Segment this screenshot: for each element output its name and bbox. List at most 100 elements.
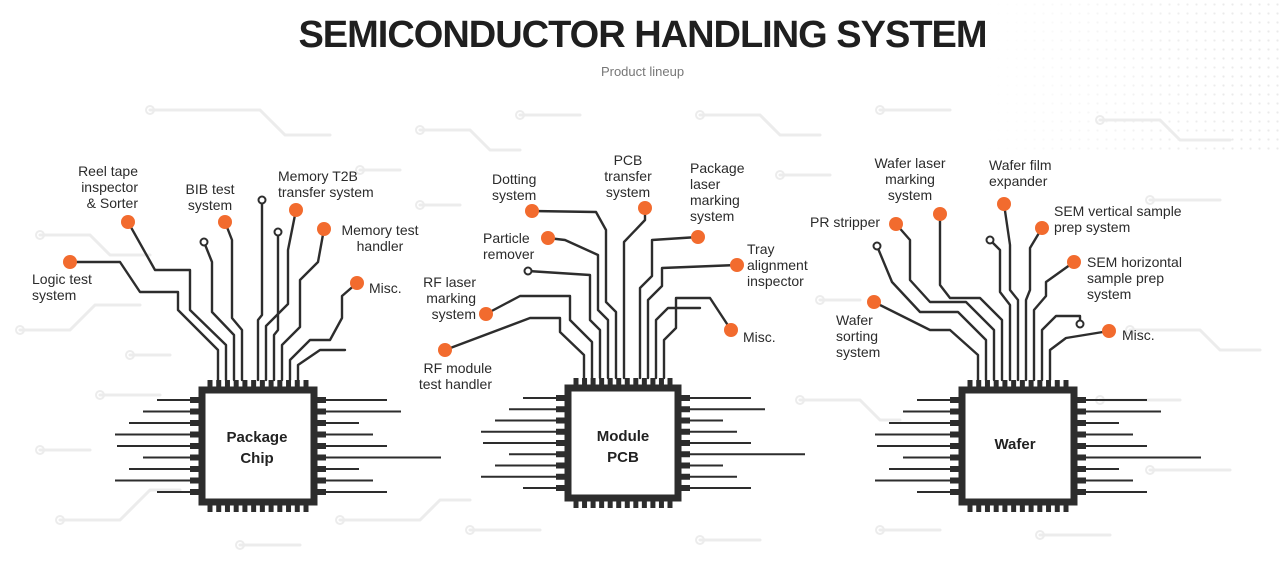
chip-pin-top: [1063, 380, 1069, 390]
label-tray-alignment-inspector[interactable]: Tray alignment inspector: [747, 241, 808, 289]
chip-pin-top: [616, 378, 622, 388]
label-sem-vertical-prep[interactable]: SEM vertical sample prep system: [1054, 203, 1182, 235]
chip-pin-left: [950, 420, 960, 426]
label-rf-laser-marking[interactable]: RF laser marking system: [423, 274, 476, 322]
memory-t2b-node: [289, 203, 303, 217]
chip-pin-top: [1019, 380, 1025, 390]
label-misc-package[interactable]: Misc.: [369, 280, 402, 296]
chip-pin-top: [303, 380, 309, 390]
chip-pin-bottom: [993, 502, 999, 512]
label-wafer-sorting-system[interactable]: Wafer sorting system: [836, 312, 881, 360]
package-laser-trace: [638, 235, 700, 380]
background-node: [465, 525, 475, 535]
chip-label-line: PCB: [607, 449, 639, 466]
label-bib-test-system[interactable]: BIB test system: [185, 181, 235, 213]
stub-b-terminal: [257, 195, 267, 205]
page-subtitle: Product lineup: [600, 64, 685, 79]
tray-align-node: [730, 258, 744, 272]
label-misc-wafer[interactable]: Misc.: [1122, 327, 1155, 343]
chip-pin-bottom: [1063, 502, 1069, 512]
rf-module-node: [438, 343, 452, 357]
label-dotting-system[interactable]: Dotting system: [492, 171, 537, 203]
chip-pin-left: [950, 489, 960, 495]
chip-pin-right: [316, 420, 326, 426]
chip-pin-left: [556, 428, 566, 435]
chip-pin-left: [190, 477, 200, 484]
label-reel-tape-inspector[interactable]: Reel tape inspector & Sorter: [78, 163, 138, 211]
chip-pin-bottom: [633, 498, 639, 508]
chip-pin-left: [950, 443, 960, 449]
background-node: [775, 170, 785, 180]
chip-body: [958, 386, 1078, 506]
chip-pin-top: [967, 380, 973, 390]
chip-pin-left: [190, 443, 200, 449]
stub-e-trace: [875, 244, 988, 382]
chip-pin-right: [1076, 443, 1086, 449]
chip-pin-right: [1076, 397, 1086, 403]
chip-pin-top: [633, 378, 639, 388]
chip-pin-top: [268, 380, 274, 390]
chip-pin-right: [316, 477, 326, 484]
stub-a-terminal: [199, 237, 209, 247]
chip-pin-bottom: [216, 502, 222, 512]
background-node: [1035, 530, 1045, 540]
chip-pin-right: [680, 406, 690, 413]
label-misc-module[interactable]: Misc.: [743, 329, 776, 345]
logic-test-trace: [68, 260, 220, 382]
label-particle-remover[interactable]: Particle remover: [483, 230, 535, 262]
stub-c-trace: [272, 230, 280, 382]
background-node: [1095, 115, 1105, 125]
pcb-transfer-trace: [622, 206, 647, 380]
label-rf-module-test-handler[interactable]: RF module test handler: [418, 360, 492, 392]
background-trace: [698, 113, 822, 137]
label-memory-test-handler[interactable]: Memory test handler: [341, 222, 419, 254]
chip-pin-right: [1076, 489, 1086, 495]
wafer-film-node: [997, 197, 1011, 211]
wafer-sorting-node: [867, 295, 881, 309]
chip-pin-left: [190, 420, 200, 426]
chip-pin-bottom: [573, 498, 579, 508]
particle-remover-node: [541, 231, 555, 245]
chip-pin-bottom: [616, 498, 622, 508]
chip-pin-right: [316, 431, 326, 438]
rf-module-trace: [443, 316, 586, 380]
label-logic-test-system[interactable]: Logic test system: [32, 271, 92, 303]
chip-pin-bottom: [224, 502, 230, 512]
background-trace: [148, 108, 332, 137]
rf-laser-node: [479, 307, 493, 321]
wafer-laser-trace: [938, 212, 1004, 382]
label-pcb-transfer-system[interactable]: PCB transfer system: [604, 152, 652, 200]
label-package-laser-marking[interactable]: Package laser marking system: [690, 160, 745, 224]
sem-horizontal-trace: [1032, 260, 1076, 382]
chip-pin-top: [286, 380, 292, 390]
chip-pin-left: [190, 408, 200, 415]
background-trace: [418, 128, 522, 152]
label-wafer-laser-marking[interactable]: Wafer laser marking system: [874, 155, 946, 203]
chip-pin-right: [316, 466, 326, 472]
label-sem-horizontal-prep[interactable]: SEM horizontal sample prep system: [1087, 254, 1182, 302]
chip-pin-top: [607, 378, 613, 388]
memory-test-node: [317, 222, 331, 236]
chip-pin-top: [573, 378, 579, 388]
chip-pin-bottom: [582, 498, 588, 508]
chip-pin-top: [582, 378, 588, 388]
chip-pin-bottom: [1054, 502, 1060, 512]
reel-tape-trace: [126, 220, 228, 382]
label-memory-t2b-transfer[interactable]: Memory T2B transfer system: [278, 168, 374, 200]
label-pr-stripper[interactable]: PR stripper: [810, 214, 881, 230]
stub-g-trace: [1040, 314, 1082, 382]
particle-remover-trace: [546, 236, 610, 380]
chip-pin-top: [976, 380, 982, 390]
background-trace: [798, 398, 902, 422]
misc-module-node: [724, 323, 738, 337]
memory-t2b-trace: [264, 208, 298, 382]
label-wafer-film-expander[interactable]: Wafer film expander: [989, 157, 1052, 189]
chip-pin-left: [556, 440, 566, 446]
chip-pin-top: [216, 380, 222, 390]
extra-1-trace: [296, 348, 347, 382]
chip-body: [198, 386, 318, 506]
dotting-trace: [530, 209, 618, 380]
stub-f-terminal: [985, 235, 995, 245]
wafer-sorting-trace: [872, 300, 980, 382]
chip-pin-top: [993, 380, 999, 390]
